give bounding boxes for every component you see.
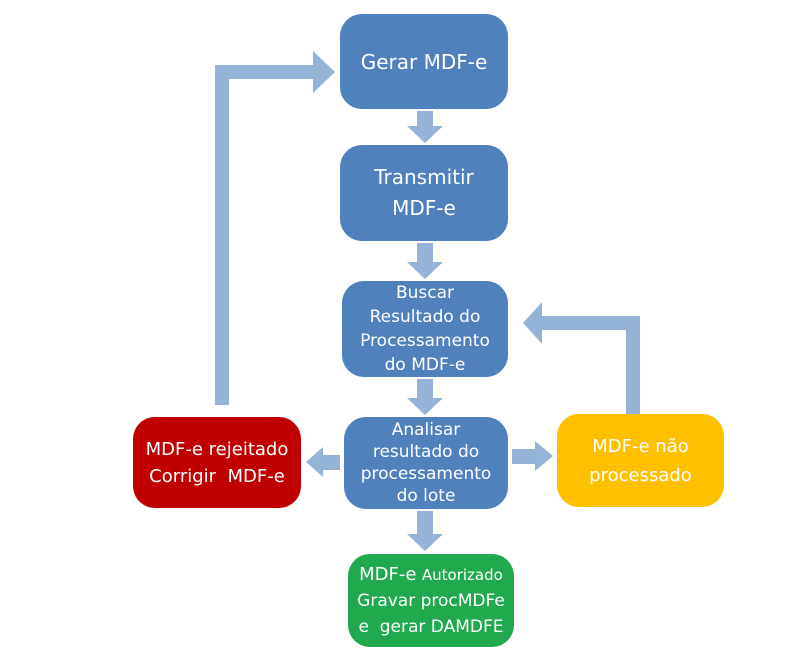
node-label-detail: Autorizado (421, 565, 503, 584)
node-label: Corrigir MDF-e (149, 465, 285, 487)
node-transmitir-mdfe: Transmitir MDF-e (340, 145, 508, 241)
arrow-stem (417, 111, 433, 127)
node-label: MDF-e rejeitado (145, 438, 289, 460)
node-label: resultado do (372, 442, 480, 462)
node-label: MDF-e não (592, 435, 689, 457)
node-label: MDF-e (392, 196, 456, 220)
node-label: do MDF-e (384, 355, 466, 375)
arrowhead-left-icon (523, 302, 542, 344)
arrowhead-right-icon (313, 51, 335, 93)
arrow-stem-vertical (215, 65, 229, 405)
node-label: Gravar procMDFe (357, 590, 505, 611)
arrowhead-right-icon (535, 441, 553, 471)
node-mdfe-rejeitado: MDF-e rejeitado Corrigir MDF-e (133, 417, 301, 508)
arrow-stem (512, 449, 535, 464)
node-label: Analisar (391, 420, 461, 440)
node-label: Gerar MDF-e (360, 49, 488, 74)
arrow-stem (417, 511, 433, 535)
arrow-stem (417, 379, 433, 399)
node-label: e gerar DAMDFE (358, 616, 504, 637)
node-mdfe-autorizado: MDF-e Autorizado Gravar procMDFe e gerar… (348, 554, 514, 647)
node-label: Transmitir (374, 165, 474, 189)
arrow-stem-horizontal (215, 65, 313, 79)
arrow-stem-vertical (626, 316, 640, 414)
arrowhead-down-icon (407, 262, 443, 279)
node-label: do lote (396, 486, 456, 506)
arrow-stem-horizontal (542, 316, 640, 330)
node-label-emphasis: MDF-e (359, 563, 417, 585)
arrowhead-down-icon (407, 534, 443, 551)
arrowhead-left-icon (306, 447, 323, 477)
node-buscar-resultado: Buscar Resultado do Processamento do MDF… (342, 281, 508, 377)
arrow-stem (323, 455, 340, 470)
node-label: Resultado do (369, 307, 481, 327)
node-label: Processamento (360, 331, 490, 351)
node-mdfe-nao-processado: MDF-e não processado (557, 414, 724, 507)
arrowhead-down-icon (407, 126, 443, 143)
node-label: Buscar (395, 283, 455, 303)
arrow-stem (417, 243, 433, 263)
node-gerar-mdfe: Gerar MDF-e (340, 14, 508, 109)
node-analisar-resultado: Analisar resultado do processamento do l… (344, 417, 508, 509)
arrowhead-down-icon (407, 398, 443, 415)
node-label: processado (589, 464, 692, 486)
node-label: MDF-e Autorizado (359, 562, 503, 588)
node-label: processamento (360, 464, 492, 484)
